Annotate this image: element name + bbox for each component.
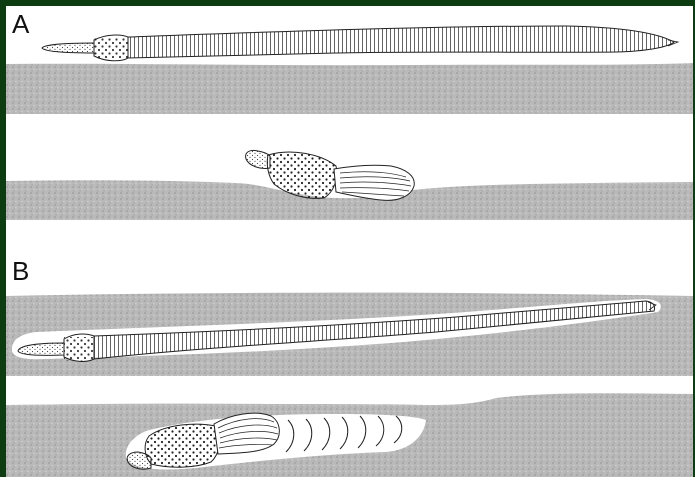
worm-trunk (128, 26, 674, 58)
panel-label-a: A (12, 11, 29, 37)
figure-drawing (6, 6, 693, 477)
figure-canvas: A B (6, 6, 693, 477)
sediment-layer (6, 63, 693, 114)
elongated-worm (42, 26, 678, 61)
proboscis-tip (246, 150, 270, 168)
panel-label-b: B (12, 258, 29, 284)
proboscis-tip (42, 43, 94, 53)
